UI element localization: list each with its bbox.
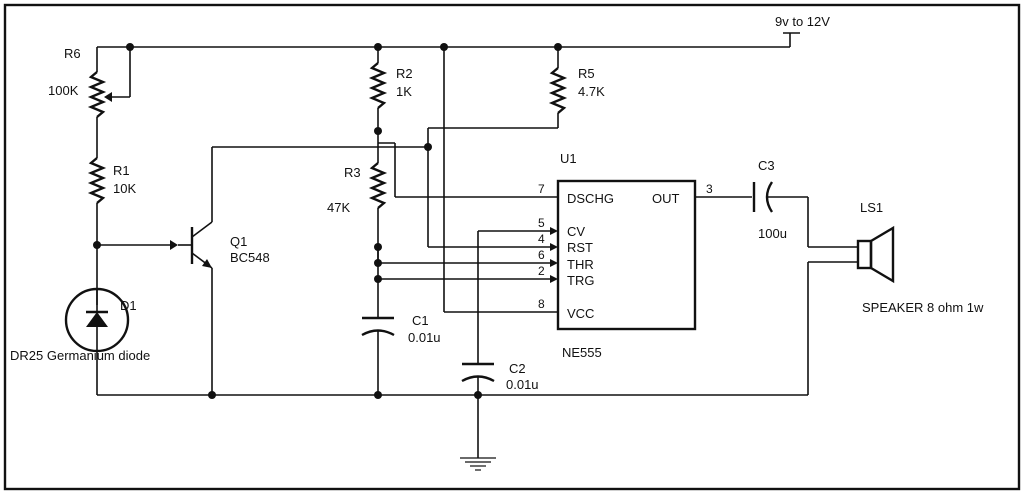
pin-dschg-label: DSCHG (567, 191, 614, 206)
r3-resistor (368, 162, 388, 318)
ls1-value: SPEAKER 8 ohm 1w (862, 300, 984, 315)
u1-ne555 (556, 179, 697, 331)
r2-value: 1K (396, 84, 412, 99)
cv-wire (477, 227, 558, 364)
u1-value: NE555 (562, 345, 602, 360)
r5-value: 4.7K (578, 84, 605, 99)
r6-value: 100K (48, 83, 79, 98)
q1-ref: Q1 (230, 234, 247, 249)
vcc-wire (443, 47, 558, 313)
drawing-frame (3, 3, 1021, 491)
pin-3-number: 3 (706, 182, 713, 196)
q1-value: BC548 (230, 250, 270, 265)
r6-ref: R6 (64, 46, 81, 61)
r1-ref: R1 (113, 163, 130, 178)
pin-trg-label: TRG (567, 273, 594, 288)
supply-rail (130, 32, 800, 48)
c2-value: 0.01u (506, 377, 539, 392)
c2-capacitor (461, 362, 495, 458)
pin-thr-label: THR (567, 257, 594, 272)
pin-vcc-label: VCC (567, 306, 594, 321)
pin-7-number: 7 (538, 182, 545, 196)
c1-ref: C1 (412, 313, 429, 328)
thr-trg-wires (378, 259, 558, 283)
ls1-speaker (856, 225, 895, 284)
r1-resistor (87, 157, 107, 305)
pin-6-number: 6 (538, 248, 545, 262)
q1-transistor (97, 146, 428, 395)
pin-4-number: 4 (538, 232, 545, 246)
c3-capacitor (695, 181, 808, 213)
speaker-wires (807, 197, 858, 395)
pin-5-number: 5 (538, 216, 545, 230)
d1-value: DR25 Germanium diode (10, 348, 150, 363)
r5-ref: R5 (578, 66, 595, 81)
d1-diode (64, 287, 130, 395)
ls1-ref: LS1 (860, 200, 883, 215)
c1-value: 0.01u (408, 330, 441, 345)
pin-2-number: 2 (538, 264, 545, 278)
supply-voltage-label: 9v to 12V (775, 14, 830, 29)
discharge-wire (378, 142, 558, 198)
u1-ref: U1 (560, 151, 577, 166)
pin-rst-label: RST (567, 240, 593, 255)
r2-resistor (368, 47, 388, 163)
c3-ref: C3 (758, 158, 775, 173)
r1-value: 10K (113, 181, 136, 196)
r6-potentiometer (87, 46, 131, 158)
junction-dots (93, 43, 562, 399)
r2-ref: R2 (396, 66, 413, 81)
r3-ref: R3 (344, 165, 361, 180)
pin-out-label: OUT (652, 191, 680, 206)
r3-value: 47K (327, 200, 350, 215)
c1-capacitor (361, 316, 395, 395)
c3-value: 100u (758, 226, 787, 241)
pin-cv-label: CV (567, 224, 585, 239)
ground-symbol (460, 457, 496, 471)
pin-8-number: 8 (538, 297, 545, 311)
c2-ref: C2 (509, 361, 526, 376)
d1-ref: D1 (120, 298, 137, 313)
